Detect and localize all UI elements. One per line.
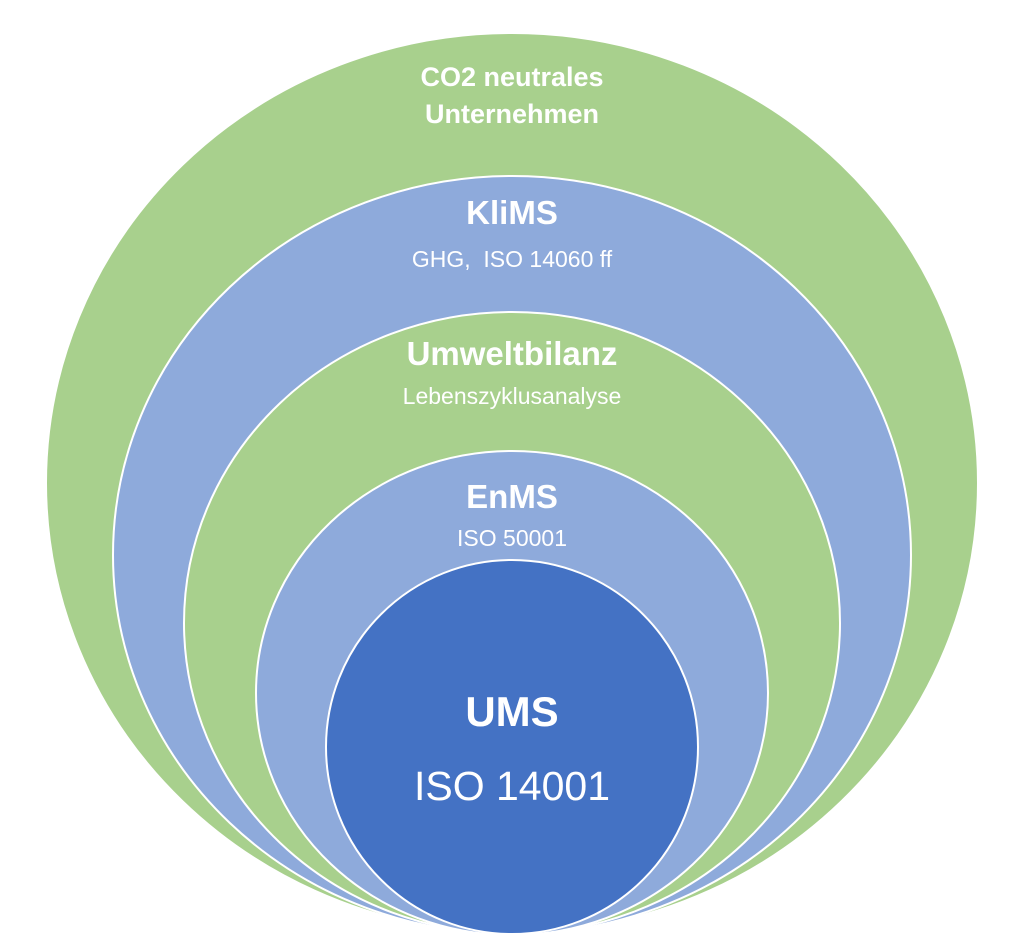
ums-subtitle: ISO 14001 [414,763,610,809]
klims-title: KliMS [466,194,558,231]
enms-subtitle: ISO 50001 [457,525,567,551]
klims-subtitle: GHG, ISO 14060 ff [412,246,613,272]
umweltbilanz-title: Umweltbilanz [407,335,618,372]
umweltbilanz-subtitle: Lebenszyklusanalyse [403,383,622,409]
co2-title-line1: CO2 neutrales [420,62,603,92]
enms-title: EnMS [466,478,558,515]
layer-ums-circle [325,559,699,935]
co2-title-line2: Unternehmen [425,99,599,129]
ums-title: UMS [465,688,558,735]
